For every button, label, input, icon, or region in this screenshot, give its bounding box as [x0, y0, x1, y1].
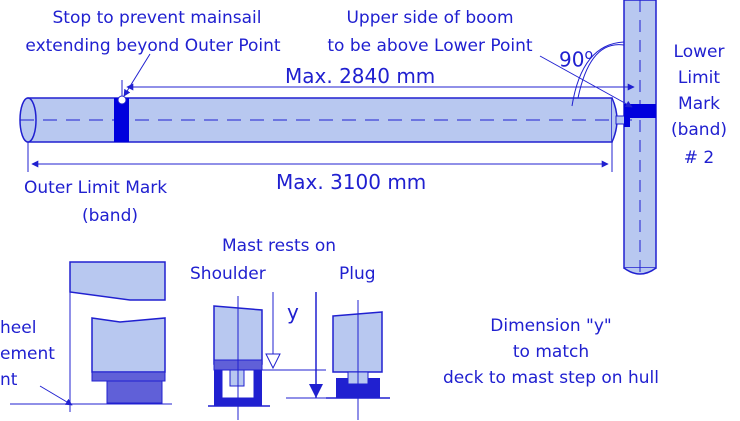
stop-label-line1: Stop to prevent mainsail	[52, 8, 262, 28]
upper-label-line1: Upper side of boom	[346, 8, 514, 28]
heel-block	[10, 261, 172, 412]
angle-label: 90o	[559, 47, 594, 72]
max-3100-label: Max. 3100 mm	[276, 170, 427, 194]
upper-label-line2: to be above Lower Point	[327, 36, 533, 56]
dimension-line2: to match	[512, 342, 590, 362]
shoulder-label: Shoulder	[190, 264, 266, 284]
plug-mast	[326, 300, 390, 420]
heel-label-line1: heel	[0, 318, 37, 338]
lower-limit-line5: # 2	[683, 148, 715, 168]
heel-label-line2: ement	[0, 344, 55, 364]
outer-limit-line2: (band)	[81, 206, 139, 226]
dimension-line3: deck to mast step on hull	[443, 368, 659, 388]
outer-limit-line1: Outer Limit Mark	[24, 178, 168, 198]
lower-limit-line3: Mark	[678, 94, 720, 114]
boom	[19, 97, 640, 143]
mast-rests-label: Mast rests on	[222, 236, 337, 256]
dimension-line1: Dimension "y"	[490, 316, 612, 336]
heel-label-line3: nt	[0, 370, 18, 390]
outer-limit-band	[114, 98, 129, 142]
y-label: y	[287, 300, 299, 324]
dimension-y	[262, 292, 336, 399]
lower-limit-line4: (band)	[670, 120, 728, 140]
mast	[623, 0, 657, 275]
lower-limit-band	[624, 104, 656, 118]
upper-leader	[539, 55, 633, 108]
shoulder-mast	[208, 296, 270, 420]
plug-label: Plug	[339, 264, 376, 284]
max-2840-label: Max. 2840 mm	[285, 64, 436, 88]
lower-limit-line2: Limit	[677, 68, 721, 88]
lower-limit-line1: Lower	[673, 42, 725, 62]
stop-marker	[117, 95, 127, 105]
stop-label-line2: extending beyond Outer Point	[25, 36, 281, 56]
stop-leader	[123, 53, 151, 97]
